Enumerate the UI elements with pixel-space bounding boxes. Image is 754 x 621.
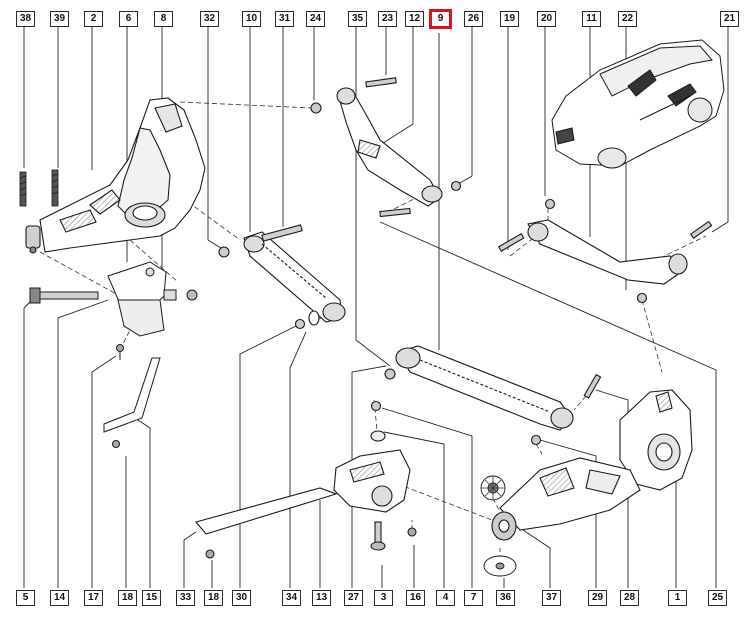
link-bracket-part — [195, 400, 417, 559]
callout-top-9-part-35: 35 — [348, 11, 367, 27]
callout-bottom-18-part-28: 28 — [620, 590, 639, 606]
callout-bottom-13-part-4: 4 — [436, 590, 455, 606]
toe-link-part — [497, 198, 713, 304]
callout-top-1-part-39: 39 — [50, 11, 69, 27]
leader-lines — [23, 27, 729, 367]
callout-bottom-14-part-7: 7 — [464, 590, 483, 606]
callout-bottom-2-part-17: 17 — [84, 590, 103, 606]
support-strap-part — [103, 357, 161, 448]
callout-top-14-part-19: 19 — [500, 11, 519, 27]
callout-bottom-17-part-29: 29 — [588, 590, 607, 606]
callout-top-8-part-24: 24 — [306, 11, 325, 27]
callout-bottom-5-part-33: 33 — [176, 590, 195, 606]
callout-bottom-3-part-18: 18 — [118, 590, 137, 606]
mounting-bracket-part — [29, 261, 198, 360]
callout-bottom-6-part-18: 18 — [204, 590, 223, 606]
callout-top-13-part-26: 26 — [464, 11, 483, 27]
callout-bottom-15-part-36: 36 — [496, 590, 515, 606]
callout-bottom-19-part-1: 1 — [668, 590, 687, 606]
spring-pad-part — [480, 475, 517, 577]
callout-bottom-10-part-27: 27 — [344, 590, 363, 606]
callout-bottom-12-part-16: 16 — [406, 590, 425, 606]
callout-top-3-part-6: 6 — [119, 11, 138, 27]
callout-top-17-part-22: 22 — [618, 11, 637, 27]
callout-top-5-part-32: 32 — [200, 11, 219, 27]
upper-control-arm-part — [310, 77, 462, 218]
callout-top-0-part-38: 38 — [16, 11, 35, 27]
vehicle-inset-illustration — [551, 39, 725, 169]
callout-bottom-0-part-5: 5 — [16, 590, 35, 606]
callout-top-7-part-31: 31 — [275, 11, 294, 27]
bottom-leader-lines — [23, 221, 717, 588]
callout-bottom-8-part-34: 34 — [282, 590, 301, 606]
callout-bottom-7-part-30: 30 — [232, 590, 251, 606]
threaded-studs — [19, 169, 59, 207]
callout-top-2-part-2: 2 — [84, 11, 103, 27]
callout-bottom-20-part-25: 25 — [708, 590, 727, 606]
callout-bottom-11-part-3: 3 — [374, 590, 393, 606]
callout-top-11-part-12: 12 — [405, 11, 424, 27]
callout-bottom-9-part-13: 13 — [312, 590, 331, 606]
callout-bottom-1-part-14: 14 — [50, 590, 69, 606]
rear-knuckle-part — [619, 389, 693, 491]
callout-top-10-part-23: 23 — [378, 11, 397, 27]
front-subframe-part — [25, 97, 206, 254]
lateral-link-part — [218, 224, 346, 330]
callout-bottom-4-part-15: 15 — [142, 590, 161, 606]
callout-top-6-part-10: 10 — [242, 11, 261, 27]
callout-top-12-part-9: 9 — [429, 9, 452, 29]
callout-top-16-part-11: 11 — [582, 11, 601, 27]
callout-bottom-16-part-37: 37 — [542, 590, 561, 606]
callout-top-18-part-21: 21 — [720, 11, 739, 27]
lower-link-highlighted-part — [384, 345, 602, 446]
callout-top-15-part-20: 20 — [537, 11, 556, 27]
callout-top-4-part-8: 8 — [154, 11, 173, 27]
lower-spring-arm-part — [491, 457, 641, 541]
